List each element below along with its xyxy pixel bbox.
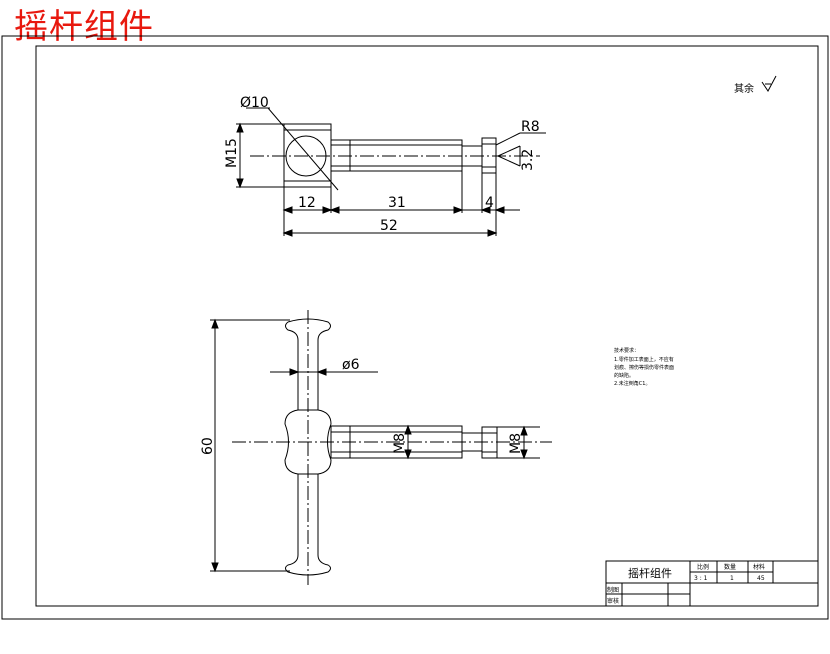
top-circle: [285, 135, 327, 177]
title-block-value-scale: 3 : 1: [694, 575, 708, 582]
dim-52: 52: [380, 218, 398, 234]
dim-m15: M15: [224, 138, 240, 168]
title-block-value-qty: 1: [730, 575, 734, 582]
title-block-header-material: 材料: [753, 563, 765, 571]
title-block-header-qty: 数量: [724, 563, 736, 571]
tech-notes-line-1: 1.零件加工表面上，不应有: [614, 356, 674, 363]
bottom-end-knob: [481, 426, 498, 459]
title-block-drawn: 制图: [607, 586, 619, 594]
roughness-symbol: [761, 75, 777, 92]
title-block-value-material: 45: [757, 575, 765, 582]
title-block-checked: 审核: [607, 597, 619, 605]
dia-leader: [267, 107, 339, 191]
tech-notes-title: 技术要求：: [614, 347, 639, 354]
dim-31: 31: [388, 195, 406, 211]
roughness-note: 其余: [734, 82, 754, 95]
dim-12: 12: [298, 195, 316, 211]
r8-leader: [495, 132, 521, 146]
top-cap: [287, 318, 331, 341]
page-title: 摇杆组件: [14, 7, 154, 47]
tech-notes: 技术要求： 1.零件加工表面上，不应有 划痕、擦伤等损伤零件表面 的缺陷。 2.…: [614, 347, 674, 387]
dim-dia10: Ø10: [240, 95, 269, 111]
title-block-part-name: 摇杆组件: [628, 566, 672, 580]
title-block-header-scale: 比例: [697, 563, 709, 571]
inner-frame: [35, 45, 819, 607]
dim-m8-a: M8: [392, 433, 408, 454]
top-view: [236, 107, 546, 237]
bottom-view: [210, 310, 552, 585]
dim-60: 60: [200, 437, 216, 455]
outer-frame: [1, 35, 829, 620]
tech-notes-line-2: 划痕、擦伤等损伤零件表面: [614, 364, 674, 371]
title-block: [605, 560, 819, 607]
bottom-cap: [285, 554, 331, 576]
dim-m8-b: M8: [508, 433, 524, 454]
dim-4: 4: [485, 195, 494, 211]
tech-notes-line-3: 的缺陷。: [614, 372, 634, 379]
dim-3-2: 3.2: [520, 149, 536, 171]
top-end-knob: [481, 137, 497, 174]
dim-r8: R8: [521, 119, 540, 135]
tech-notes-line-4: 2.未注倒角C1。: [614, 380, 650, 387]
dim-dia6: ø6: [342, 357, 360, 373]
